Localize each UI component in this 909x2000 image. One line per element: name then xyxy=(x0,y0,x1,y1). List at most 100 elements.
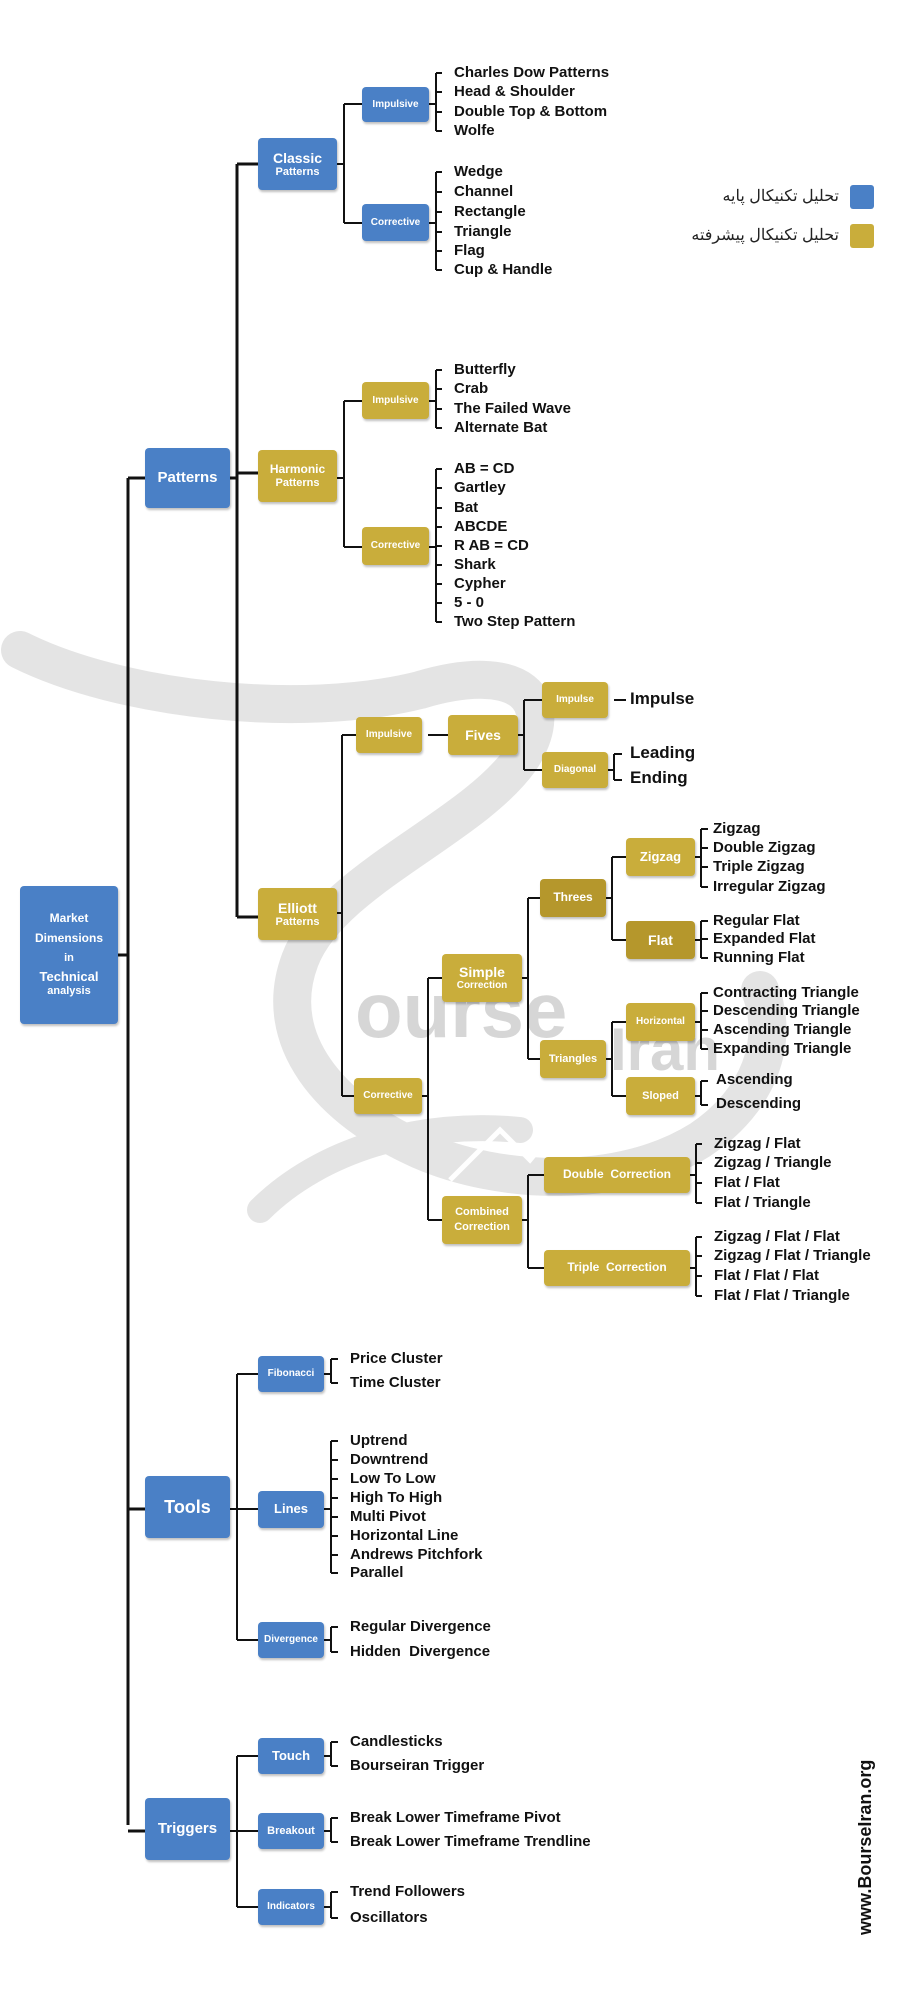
leaf-item: Descending xyxy=(716,1095,802,1112)
classic-corrective-node: Corrective xyxy=(362,204,429,241)
leaf-item: Cup & Handle xyxy=(454,261,553,278)
legend-basic-label: تحلیل تکنیکال پایه xyxy=(722,188,839,205)
classic-corrective-label: Corrective xyxy=(370,216,421,228)
leaf-item: Flat / Triangle xyxy=(714,1194,811,1211)
leaf-item: Triangle xyxy=(454,223,512,240)
leaf-item: Shark xyxy=(454,556,496,573)
leaf-item: Uptrend xyxy=(350,1432,408,1449)
leaf-item: Cypher xyxy=(454,575,506,592)
leaf-item: Wedge xyxy=(454,163,503,180)
legend-basic-swatch xyxy=(850,185,874,209)
breakout-node: Breakout xyxy=(258,1813,324,1849)
combined-correction-node: Combined Correction xyxy=(442,1196,522,1244)
root-line5: analysis xyxy=(47,985,91,998)
harmonic-impulsive-label: Impulsive xyxy=(372,394,419,406)
leaf-item: Candlesticks xyxy=(350,1733,443,1750)
impulse-label: Impulse xyxy=(556,694,594,706)
leaf-item: Charles Dow Patterns xyxy=(454,64,610,81)
harmonic-corrective-node: Corrective xyxy=(362,527,429,565)
indicators-node: Indicators xyxy=(258,1889,324,1925)
leaf-item: Butterfly xyxy=(454,361,516,378)
lines-label: Lines xyxy=(274,1501,308,1517)
elliott-patterns-node: Elliott Patterns xyxy=(258,888,337,940)
classic-line1: Classic xyxy=(272,149,323,166)
leaf-item: Head & Shoulder xyxy=(454,83,575,100)
leaf-item: Flat / Flat / Triangle xyxy=(714,1287,850,1304)
leaf-item: Zigzag / Flat / Triangle xyxy=(714,1247,871,1264)
harmonic-line2: Patterns xyxy=(275,476,320,489)
leaf-item: Expanding Triangle xyxy=(713,1040,852,1057)
leaf-item: AB = CD xyxy=(454,460,515,477)
leaf-item: Multi Pivot xyxy=(350,1508,426,1525)
leaf-item: Oscillators xyxy=(350,1909,428,1926)
leaf-item: Triple Zigzag xyxy=(713,858,805,875)
leaf-item: Andrews Pitchfork xyxy=(350,1546,483,1563)
triangles-label: Triangles xyxy=(548,1052,598,1065)
diagonal-node: Diagonal xyxy=(542,752,608,788)
tools-label: Tools xyxy=(164,1496,211,1517)
leaf-item: Regular Flat xyxy=(713,912,800,929)
leaf-item: Descending Triangle xyxy=(713,1002,860,1019)
legend-advanced-label: تحلیل تکنیکال پیشرفته xyxy=(691,227,839,244)
elliott-line1: Elliott xyxy=(278,899,317,916)
flat-label: Flat xyxy=(648,931,673,948)
leaf-item: Expanded Flat xyxy=(713,930,816,947)
sloped-label: Sloped xyxy=(642,1089,679,1102)
leaf-item: Zigzag / Flat xyxy=(714,1135,801,1152)
simple-correction-node: Simple Correction xyxy=(442,954,522,1002)
root-line3: in xyxy=(64,951,74,964)
leaf-item: Regular Divergence xyxy=(350,1618,491,1635)
leaf-item: Gartley xyxy=(454,479,506,496)
elliott-corrective-node: Corrective xyxy=(354,1078,422,1114)
leaf-item: 5 - 0 xyxy=(454,594,485,611)
leaf-item: ABCDE xyxy=(454,518,508,535)
leaf-item: Alternate Bat xyxy=(454,419,548,436)
fives-label: Fives xyxy=(465,726,501,743)
root-line2: Dimensions xyxy=(34,930,103,945)
leaf-item: Flag xyxy=(454,242,485,259)
triggers-node: Triggers xyxy=(145,1798,230,1860)
harmonic-line1: Harmonic xyxy=(269,461,326,476)
leaf-item: Zigzag xyxy=(713,820,761,837)
combined-line2: Correction xyxy=(454,1221,510,1233)
breakout-label: Breakout xyxy=(267,1824,315,1837)
patterns-node: Patterns xyxy=(145,448,230,508)
leaf-item: Zigzag / Flat / Flat xyxy=(714,1228,840,1245)
flat-node: Flat xyxy=(626,921,695,959)
leaf-item: Bat xyxy=(454,499,479,516)
fibonacci-node: Fibonacci xyxy=(258,1356,324,1392)
classic-impulsive-label: Impulsive xyxy=(372,98,419,110)
leaf-item: Break Lower Timeframe Trendline xyxy=(350,1833,591,1850)
leaf-item: Parallel xyxy=(350,1564,404,1581)
lines-node: Lines xyxy=(258,1491,324,1528)
combined-line1: Combined xyxy=(455,1206,509,1219)
patterns-label: Patterns xyxy=(157,469,218,487)
elliott-impulsive-label: Impulsive xyxy=(365,729,413,741)
root-line4: Technical xyxy=(39,969,99,985)
sloped-node: Sloped xyxy=(626,1077,695,1115)
classic-patterns-node: Classic Patterns xyxy=(258,138,337,190)
harmonic-corrective-label: Corrective xyxy=(370,540,421,552)
classic-impulsive-node: Impulsive xyxy=(362,87,429,122)
leaf-item: Horizontal Line xyxy=(350,1527,459,1544)
leaf-item: Leading xyxy=(630,743,696,762)
leaf-item: Low To Low xyxy=(350,1470,436,1487)
leaf-item: Ascending xyxy=(716,1071,793,1088)
leaf-item: Impulse xyxy=(630,689,695,708)
leaf-item: Trend Followers xyxy=(350,1883,466,1900)
leaf-item: Flat / Flat xyxy=(714,1174,780,1191)
simple-line1: Simple xyxy=(459,964,505,981)
legend-advanced-swatch xyxy=(850,224,874,248)
leaf-item: Zigzag / Triangle xyxy=(714,1154,832,1171)
leaf-item: Break Lower Timeframe Pivot xyxy=(350,1809,561,1826)
leaf-item: Crab xyxy=(454,380,489,397)
double-correction-label: Double Correction xyxy=(562,1167,671,1182)
horizontal-node: Horizontal xyxy=(626,1003,695,1041)
leaf-item: Rectangle xyxy=(454,203,526,220)
harmonic-patterns-node: Harmonic Patterns xyxy=(258,450,337,502)
triggers-label: Triggers xyxy=(157,1820,218,1838)
harmonic-impulsive-node: Impulsive xyxy=(362,382,429,419)
divergence-label: Divergence xyxy=(264,1634,318,1646)
leaf-item: Flat / Flat / Flat xyxy=(714,1267,820,1284)
elliott-line2: Patterns xyxy=(275,915,320,928)
